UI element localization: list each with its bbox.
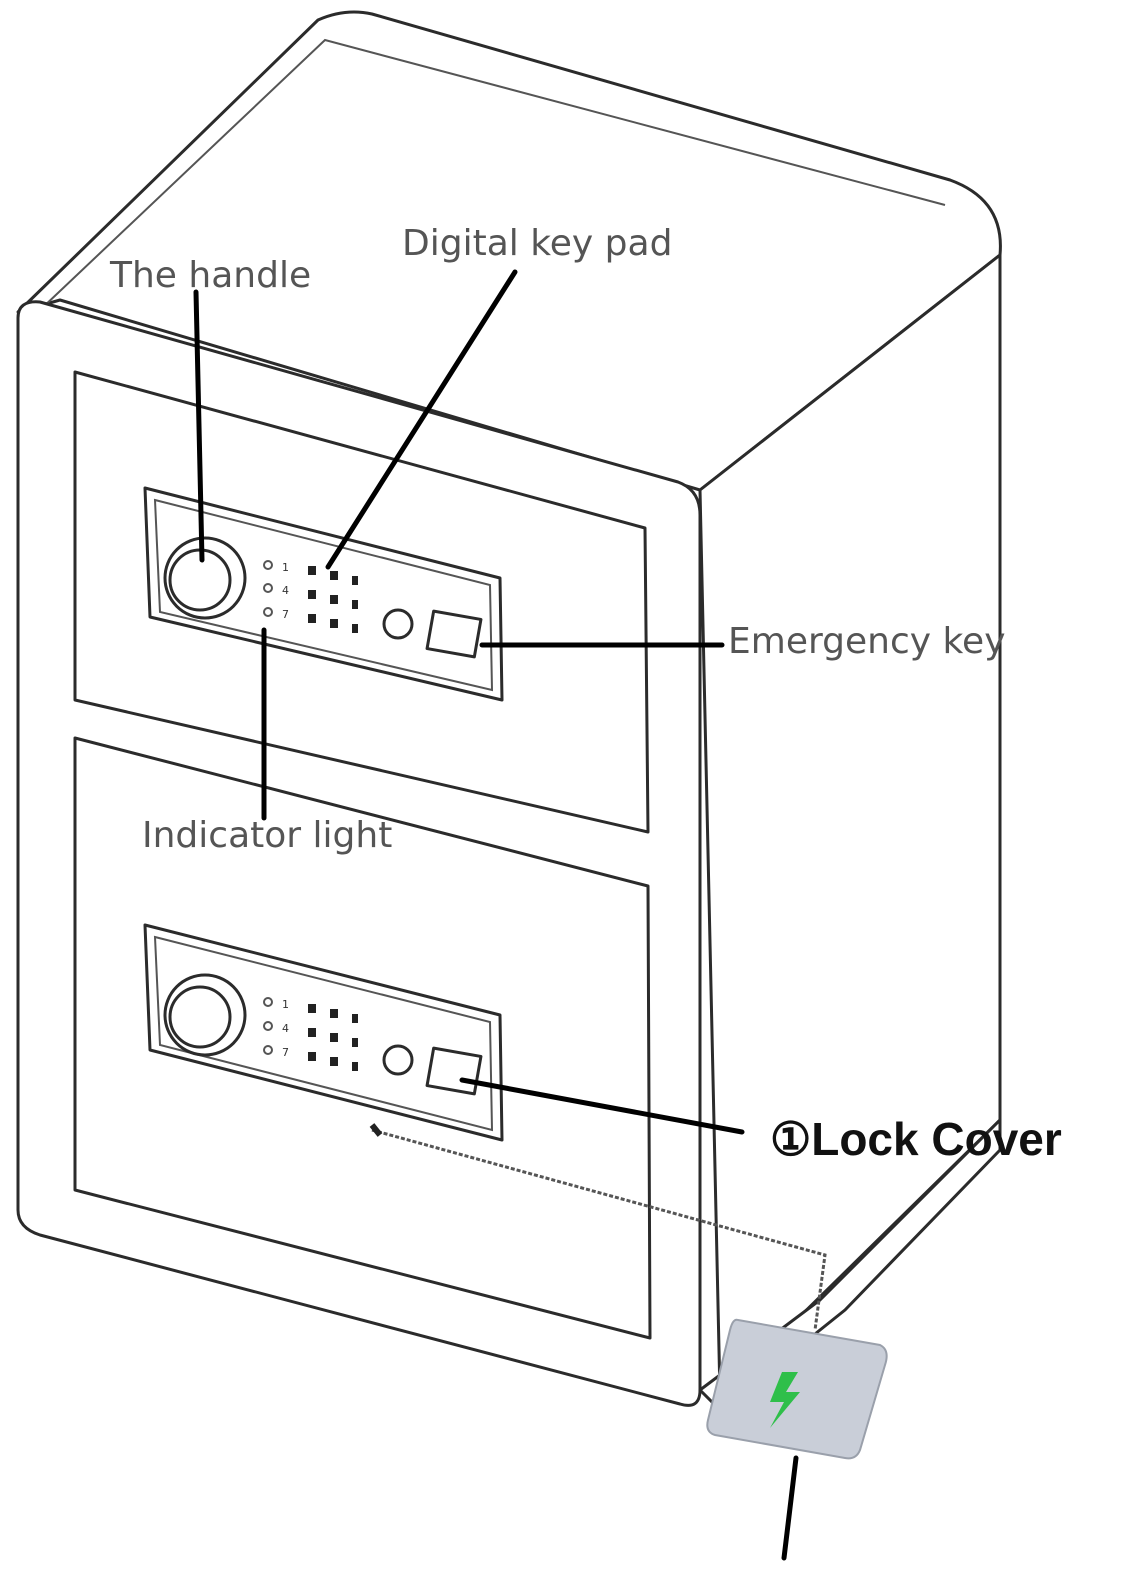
- keypad-leader: [325, 269, 518, 570]
- upper-lock-panel: 1 4 7: [143, 486, 504, 702]
- svg-text:4: 4: [282, 1022, 289, 1035]
- upper-indicator-light: [263, 607, 273, 617]
- safe-top: [16, 10, 1002, 492]
- battery-cable: [371, 1128, 827, 1331]
- svg-text:1: 1: [282, 998, 289, 1011]
- svg-text:4: 4: [282, 584, 289, 597]
- svg-text:1: 1: [282, 561, 289, 574]
- handle-label: The handle: [110, 255, 312, 296]
- keypad-label: Digital key pad: [402, 223, 673, 264]
- lock-cover-label: ①Lock Cover: [770, 1113, 1062, 1165]
- emergency-key-label: Emergency key: [728, 621, 1006, 662]
- handle-leader: [193, 289, 205, 563]
- lower-emergency-key-slot[interactable]: [425, 1046, 483, 1096]
- battery-leader: [781, 1455, 799, 1561]
- upper-fingerprint-sensor: [382, 608, 414, 640]
- lock-cover-leader: [459, 1077, 745, 1135]
- lightning-bolt-icon: [770, 1372, 800, 1428]
- external-battery-box[interactable]: [706, 1318, 888, 1460]
- indicator-light-label: Indicator light: [142, 815, 393, 856]
- upper-emergency-key-slot[interactable]: [425, 609, 483, 659]
- lower-lock-panel: 1 4 7: [143, 923, 504, 1142]
- svg-text:7: 7: [282, 608, 289, 621]
- svg-text:7: 7: [282, 1046, 289, 1059]
